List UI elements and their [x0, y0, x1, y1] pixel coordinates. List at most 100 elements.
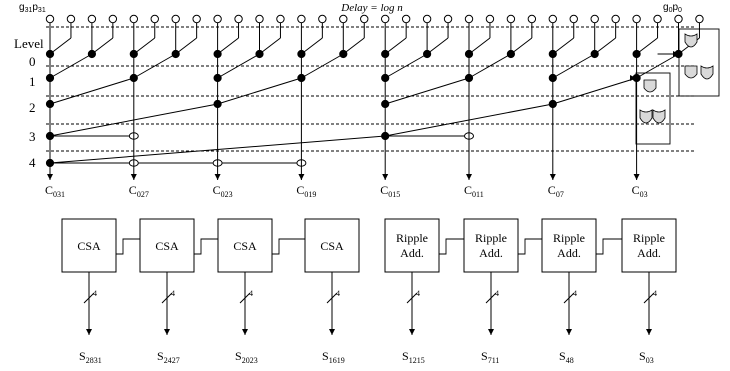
carry-arrowhead [298, 174, 305, 180]
sum-arrowhead [329, 329, 335, 335]
carry-label-base: C [213, 183, 221, 197]
wire [217, 77, 302, 105]
sum-label-base: S [402, 349, 409, 363]
prefix-node [297, 49, 306, 59]
carry-label-sub: 027 [137, 190, 149, 199]
carry-label-base: C [548, 183, 556, 197]
wire [217, 37, 239, 55]
input-circle [255, 14, 264, 24]
sum-label: S2831 [79, 349, 102, 365]
input-circle [276, 14, 285, 24]
input-circle [632, 14, 641, 24]
adder-label-line2: Add. [637, 246, 661, 260]
input-circle [213, 14, 222, 24]
adder-label: Ripple [475, 231, 507, 245]
input-circle [45, 14, 55, 24]
wire [49, 53, 93, 79]
input-circle [443, 14, 453, 24]
bus-width-label: 4 [416, 289, 420, 298]
input-circle [87, 14, 97, 24]
level-label-0: 0 [29, 54, 36, 69]
select-wire [439, 238, 464, 255]
adder-label: CSA [320, 239, 344, 253]
bus-slash [83, 292, 95, 304]
sum-label: S1619 [322, 349, 345, 365]
sum-label-base: S [235, 349, 242, 363]
prefix-node [255, 49, 264, 59]
carry-label-sub: 023 [221, 190, 233, 199]
input-circle [339, 14, 348, 24]
prefix-node [129, 49, 138, 59]
level-label-2: 2 [29, 100, 36, 115]
select-wire [272, 238, 305, 255]
carry-label-base: C [45, 183, 53, 197]
prefix-node [381, 49, 390, 59]
prefix-node [464, 49, 474, 59]
carry-label: C011 [464, 183, 484, 199]
sum-label-sub: 2427 [164, 356, 180, 365]
sum-label: S03 [639, 349, 654, 365]
wire [133, 37, 156, 55]
sum-label-sub: 03 [646, 356, 654, 365]
bus-width-label: 4 [93, 289, 97, 298]
carry-label: C019 [296, 183, 316, 199]
adder-label: CSA [233, 239, 257, 253]
adder-box [139, 218, 195, 273]
wire [426, 37, 449, 55]
input-circle [192, 14, 201, 24]
or-gate [639, 109, 653, 124]
input-circle [506, 14, 516, 24]
level-label-4: 4 [29, 155, 36, 170]
level-separators [46, 26, 695, 152]
adder-label: CSA [155, 239, 179, 253]
sum-label-sub: 2023 [242, 356, 258, 365]
input-circle [318, 14, 327, 24]
prefix-node [506, 49, 515, 59]
adder-label: Ripple [633, 231, 665, 245]
prefix-node [45, 49, 55, 59]
arrowhead [630, 75, 636, 81]
wire [636, 53, 679, 79]
sum-label-sub: 1619 [329, 356, 345, 365]
carry-label-sub: 031 [53, 190, 65, 199]
input-circle [422, 14, 432, 24]
gate-inset-box [678, 28, 720, 97]
sum-label-base: S [481, 349, 488, 363]
input-circle [234, 14, 243, 24]
svg-text:g31p31: g31p31 [19, 2, 46, 14]
adder-label-line2: Add. [479, 246, 503, 260]
carry-label-base: C [464, 183, 472, 197]
gate-inset-box [635, 72, 671, 145]
prefix-node [87, 49, 97, 59]
input-circle [569, 14, 578, 24]
bus-slash [239, 292, 251, 304]
input-circle [297, 14, 306, 24]
prefix-node [45, 99, 55, 109]
adder-label-line2: Add. [400, 246, 424, 260]
carry-label-base: C [632, 183, 640, 197]
select-wire [194, 238, 218, 255]
carry-arrowhead [382, 174, 389, 180]
sum-label: S48 [559, 349, 574, 365]
input-circle [527, 14, 537, 24]
select-wire [116, 238, 140, 255]
sum-label: S2427 [157, 349, 180, 365]
input-circle [695, 14, 704, 24]
wire [49, 77, 134, 105]
bus-width-label: 4 [653, 289, 657, 298]
carry-arrowhead [549, 174, 556, 180]
input-circle [66, 14, 76, 24]
sum-arrowhead [646, 329, 652, 335]
adder-label: Ripple [553, 231, 585, 245]
prefix-node [381, 99, 390, 109]
select-wire [518, 238, 542, 255]
sum-arrowhead [86, 329, 92, 335]
carry-arrowhead [47, 174, 53, 180]
wire [49, 37, 72, 55]
sum-label-sub: 2831 [86, 356, 102, 365]
carry-label-base: C [380, 183, 388, 197]
bus-width-label: 4 [336, 289, 340, 298]
carry-arrowhead [633, 174, 640, 180]
